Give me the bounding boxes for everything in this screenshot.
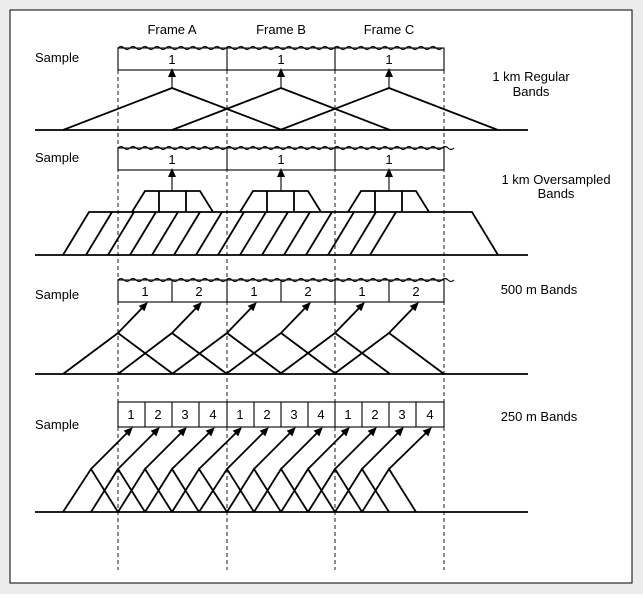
sample-cell-label: 2 (154, 407, 161, 422)
sample-cell-label: 1 (277, 52, 284, 67)
response-triangle (279, 87, 390, 131)
response-arrows (90, 427, 432, 470)
sample-cell-label: 4 (317, 407, 324, 422)
row-regular: Sample 1 1 1 1 km Regular Bands (35, 45, 570, 131)
row-oversampled: Sample 1 1 1 (35, 145, 611, 256)
sample-cell-label: 4 (209, 407, 216, 422)
sample-label: Sample (35, 150, 79, 165)
sample-wavy-edge (117, 145, 455, 151)
sample-cell-label: 1 (141, 284, 148, 299)
frame-a-header: Frame A (147, 22, 196, 37)
frame-b-header: Frame B (256, 22, 306, 37)
sample-cell-label: 3 (290, 407, 297, 422)
sample-label: Sample (35, 287, 79, 302)
sample-cell-label: 2 (195, 284, 202, 299)
band-label-line: 250 m Bands (501, 409, 578, 424)
sample-cell-label: 1 (127, 407, 134, 422)
frame-boundaries (117, 70, 445, 570)
band-label-line: 1 km Regular (492, 69, 570, 84)
sample-cell-label: 1 (250, 284, 257, 299)
row-250m: Sample 1 2 3 4 1 2 3 4 1 2 3 4 (35, 401, 578, 513)
sample-cell-label: 1 (358, 284, 365, 299)
sample-cell-label: 1 (277, 152, 284, 167)
band-label-line: Bands (513, 84, 550, 99)
sample-cell-label: 1 (385, 152, 392, 167)
subsample-trapezoid (131, 190, 214, 213)
response-triangle (62, 87, 173, 131)
sample-cell-label: 3 (398, 407, 405, 422)
subsample-trapezoid (239, 190, 322, 213)
band-label-line: 1 km Oversampled (501, 172, 610, 187)
sample-cell-label: 4 (426, 407, 433, 422)
sample-cell-label: 1 (344, 407, 351, 422)
response-triangle (171, 87, 282, 131)
subsample-trapezoid (347, 190, 430, 213)
oversample-slants (85, 211, 397, 256)
sample-wavy-edge (117, 277, 455, 283)
band-label-line: 500 m Bands (501, 282, 578, 297)
sample-cells (117, 401, 445, 428)
row-500m: Sample 1 2 1 2 1 2 500 m Bands (35, 277, 578, 375)
response-trapezoid (62, 211, 499, 256)
diagram-panel (9, 9, 633, 584)
sample-cell-label: 3 (181, 407, 188, 422)
sample-label: Sample (35, 50, 79, 65)
sample-cell-label: 2 (412, 284, 419, 299)
sample-cell-label: 2 (371, 407, 378, 422)
sample-cell-label: 1 (168, 152, 175, 167)
band-label-line: Bands (538, 186, 575, 201)
sample-cell-label: 1 (385, 52, 392, 67)
sample-cell-label: 1 (168, 52, 175, 67)
sample-cell-label: 1 (236, 407, 243, 422)
frame-c-header: Frame C (364, 22, 415, 37)
sample-cell-label: 2 (263, 407, 270, 422)
sample-cell-label: 2 (304, 284, 311, 299)
sample-label: Sample (35, 417, 79, 432)
